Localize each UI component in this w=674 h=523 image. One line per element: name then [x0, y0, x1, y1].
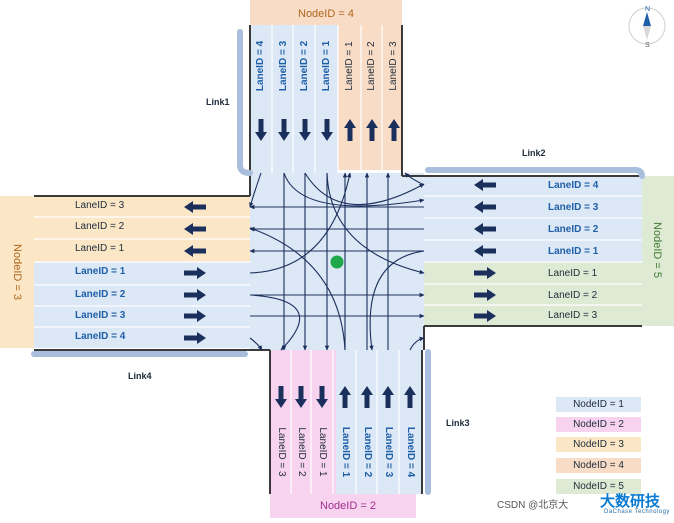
legend-node-1: NodeID = 1	[556, 397, 641, 412]
north-out-lane-2: LaneID = 2	[366, 41, 377, 91]
compass-needle-north	[643, 12, 651, 26]
north-in-lane-2: LaneID = 2	[299, 40, 310, 92]
link-label-3: Link3	[446, 418, 470, 428]
south-out-lane-2: LaneID = 2	[296, 427, 307, 477]
east-incoming-arrow-icon	[474, 201, 496, 213]
flow-path	[249, 172, 262, 208]
junction-center-dot	[330, 255, 344, 269]
east-in-lane-3: LaneID = 3	[548, 202, 599, 213]
node-label-west: NodeID = 3	[11, 244, 23, 300]
south-out-lane-1: LaneID = 1	[317, 427, 328, 477]
south-in-lane-1: LaneID = 1	[340, 426, 351, 478]
link2-bar	[425, 167, 645, 179]
east-outgoing-arrow-icon	[474, 267, 496, 279]
east-in-lane-1: LaneID = 1	[548, 246, 599, 257]
link-label-4: Link4	[128, 371, 152, 381]
watermark-logo: 大数研技	[600, 493, 661, 510]
flow-path	[249, 337, 263, 351]
legend-node-4: NodeID = 4	[556, 458, 641, 473]
north-out-lane-1: LaneID = 1	[344, 41, 355, 91]
north-out-lane-3: LaneID = 3	[388, 41, 399, 91]
west-incoming-arrow-icon	[184, 289, 206, 301]
watermark-text: CSDN @北京大	[497, 500, 569, 511]
west-incoming-arrow-icon	[184, 310, 206, 322]
south-in-lane-4: LaneID = 4	[405, 426, 416, 478]
north-incoming-lanes	[250, 25, 338, 173]
west-in-lane-1: LaneID = 1	[75, 266, 126, 277]
flow-path	[283, 172, 425, 207]
west-outgoing-arrow-icon	[184, 223, 206, 235]
north-outgoing-arrow-icon	[344, 119, 356, 141]
west-out-lane-3: LaneID = 3	[75, 200, 125, 211]
east-in-lane-4: LaneID = 4	[548, 180, 599, 191]
north-in-lane-1: LaneID = 1	[321, 40, 332, 92]
east-out-lane-1: LaneID = 1	[548, 268, 598, 279]
east-incoming-arrow-icon	[474, 245, 496, 257]
south-outgoing-arrow-icon	[295, 386, 307, 408]
south-incoming-arrow-icon	[382, 386, 394, 408]
east-incoming-lanes	[424, 176, 642, 262]
south-outgoing-arrow-icon	[275, 386, 287, 408]
south-incoming-arrow-icon	[339, 386, 351, 408]
east-out-lane-3: LaneID = 3	[548, 310, 598, 321]
compass-north-letter: N	[645, 6, 651, 13]
flow-path	[304, 172, 425, 206]
compass-south-letter: S	[645, 42, 650, 49]
legend-node-2: NodeID = 2	[556, 417, 641, 432]
west-outgoing-arrow-icon	[184, 201, 206, 213]
east-outgoing-arrow-icon	[474, 310, 496, 322]
north-incoming-arrow-icon	[321, 119, 333, 141]
north-in-lane-4: LaneID = 4	[255, 40, 266, 92]
north-outgoing-arrow-icon	[366, 119, 378, 141]
east-incoming-arrow-icon	[474, 223, 496, 235]
node-label-south: NodeID = 2	[320, 500, 376, 512]
east-out-lane-2: LaneID = 2	[548, 290, 598, 301]
flow-path	[249, 227, 346, 351]
south-incoming-arrow-icon	[404, 386, 416, 408]
legend-node-3: NodeID = 3	[556, 437, 641, 452]
west-incoming-arrow-icon	[184, 332, 206, 344]
flow-path	[249, 294, 300, 351]
west-out-lane-2: LaneID = 2	[75, 221, 125, 232]
east-in-lane-2: LaneID = 2	[548, 224, 599, 235]
east-incoming-arrow-icon	[474, 179, 496, 191]
east-outgoing-arrow-icon	[474, 289, 496, 301]
north-in-lane-3: LaneID = 3	[278, 40, 289, 92]
south-in-lane-2: LaneID = 2	[362, 426, 373, 478]
link-label-2: Link2	[522, 148, 546, 158]
link1-bar	[237, 29, 253, 176]
north-incoming-arrow-icon	[255, 119, 267, 141]
west-in-lane-3: LaneID = 3	[75, 310, 126, 321]
south-outgoing-arrow-icon	[316, 386, 328, 408]
node-label-east: NodeID = 5	[651, 222, 663, 278]
north-incoming-arrow-icon	[299, 119, 311, 141]
link-label-1: Link1	[206, 97, 230, 107]
watermark-subtitle: DaChase Technology	[604, 509, 670, 515]
legend-node-5: NodeID = 5	[556, 479, 641, 494]
flow-path	[369, 250, 425, 351]
south-incoming-arrow-icon	[361, 386, 373, 408]
north-incoming-arrow-icon	[278, 119, 290, 141]
south-out-lane-3: LaneID = 3	[276, 427, 287, 477]
node4-header	[250, 0, 402, 25]
west-incoming-lanes	[34, 262, 250, 348]
compass-needle-south	[643, 26, 651, 40]
south-incoming-lanes	[336, 350, 422, 494]
north-outgoing-arrow-icon	[388, 119, 400, 141]
flow-path	[409, 336, 425, 351]
flow-path	[326, 172, 425, 275]
south-in-lane-3: LaneID = 3	[383, 426, 394, 478]
node-label-north: NodeID = 4	[298, 8, 354, 20]
west-incoming-arrow-icon	[184, 267, 206, 279]
west-outgoing-arrow-icon	[184, 245, 206, 257]
west-in-lane-2: LaneID = 2	[75, 289, 126, 300]
west-out-lane-1: LaneID = 1	[75, 243, 125, 254]
west-in-lane-4: LaneID = 4	[75, 331, 126, 342]
